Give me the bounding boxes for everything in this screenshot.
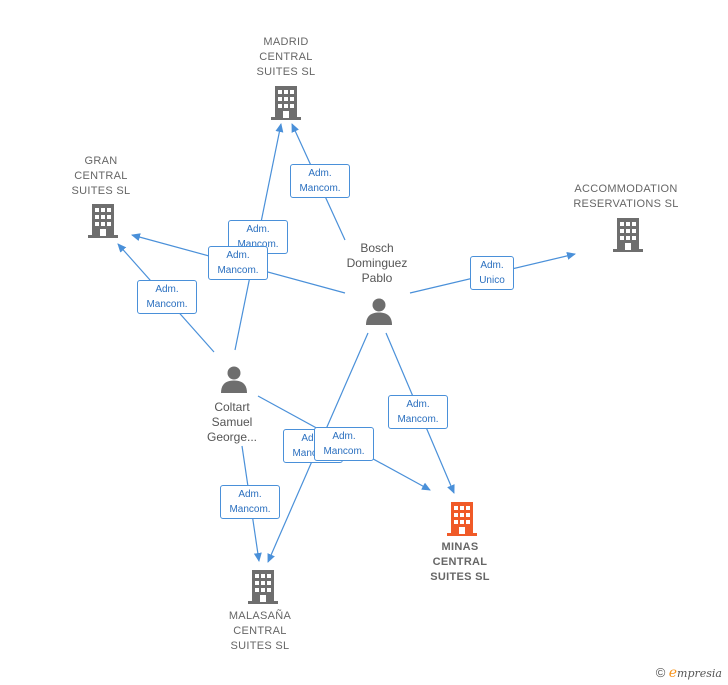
node-label-bosch[interactable]: Bosch Dominguez Pablo xyxy=(346,241,408,285)
brand-footer: © empresia xyxy=(656,665,722,681)
edge-label: Adm. Mancom. xyxy=(388,395,448,429)
node-label-accommodation[interactable]: ACCOMMODATION RESERVATIONS SL xyxy=(573,183,679,210)
brand-logo-text: mpresia xyxy=(677,667,722,680)
node-label-coltart[interactable]: Coltart Samuel George... xyxy=(206,400,258,444)
building-icon xyxy=(613,218,643,252)
edge-label: Adm. Mancom. xyxy=(220,485,280,519)
edge-label: Adm. Mancom. xyxy=(208,246,268,280)
node-label-malasana[interactable]: MALASAÑA CENTRAL SUITES SL xyxy=(228,610,292,652)
building-icon xyxy=(447,502,477,536)
building-icon xyxy=(248,570,278,604)
building-icon xyxy=(271,86,301,120)
node-label-minas[interactable]: MINAS CENTRAL SUITES SL xyxy=(430,541,490,583)
edge-label: Adm. Mancom. xyxy=(314,427,374,461)
person-icon xyxy=(366,298,392,325)
edge-label: Adm. Mancom. xyxy=(137,280,197,314)
edge-label: Adm. Unico xyxy=(470,256,514,290)
node-label-gran[interactable]: GRAN CENTRAL SUITES SL xyxy=(71,155,131,197)
node-label-madrid[interactable]: MADRID CENTRAL SUITES SL xyxy=(256,36,316,78)
brand-logo-initial: e xyxy=(668,665,678,681)
copyright-icon: © xyxy=(655,665,666,680)
person-icon xyxy=(221,366,247,393)
edge-label: Adm. Mancom. xyxy=(290,164,350,198)
building-icon xyxy=(88,204,118,238)
